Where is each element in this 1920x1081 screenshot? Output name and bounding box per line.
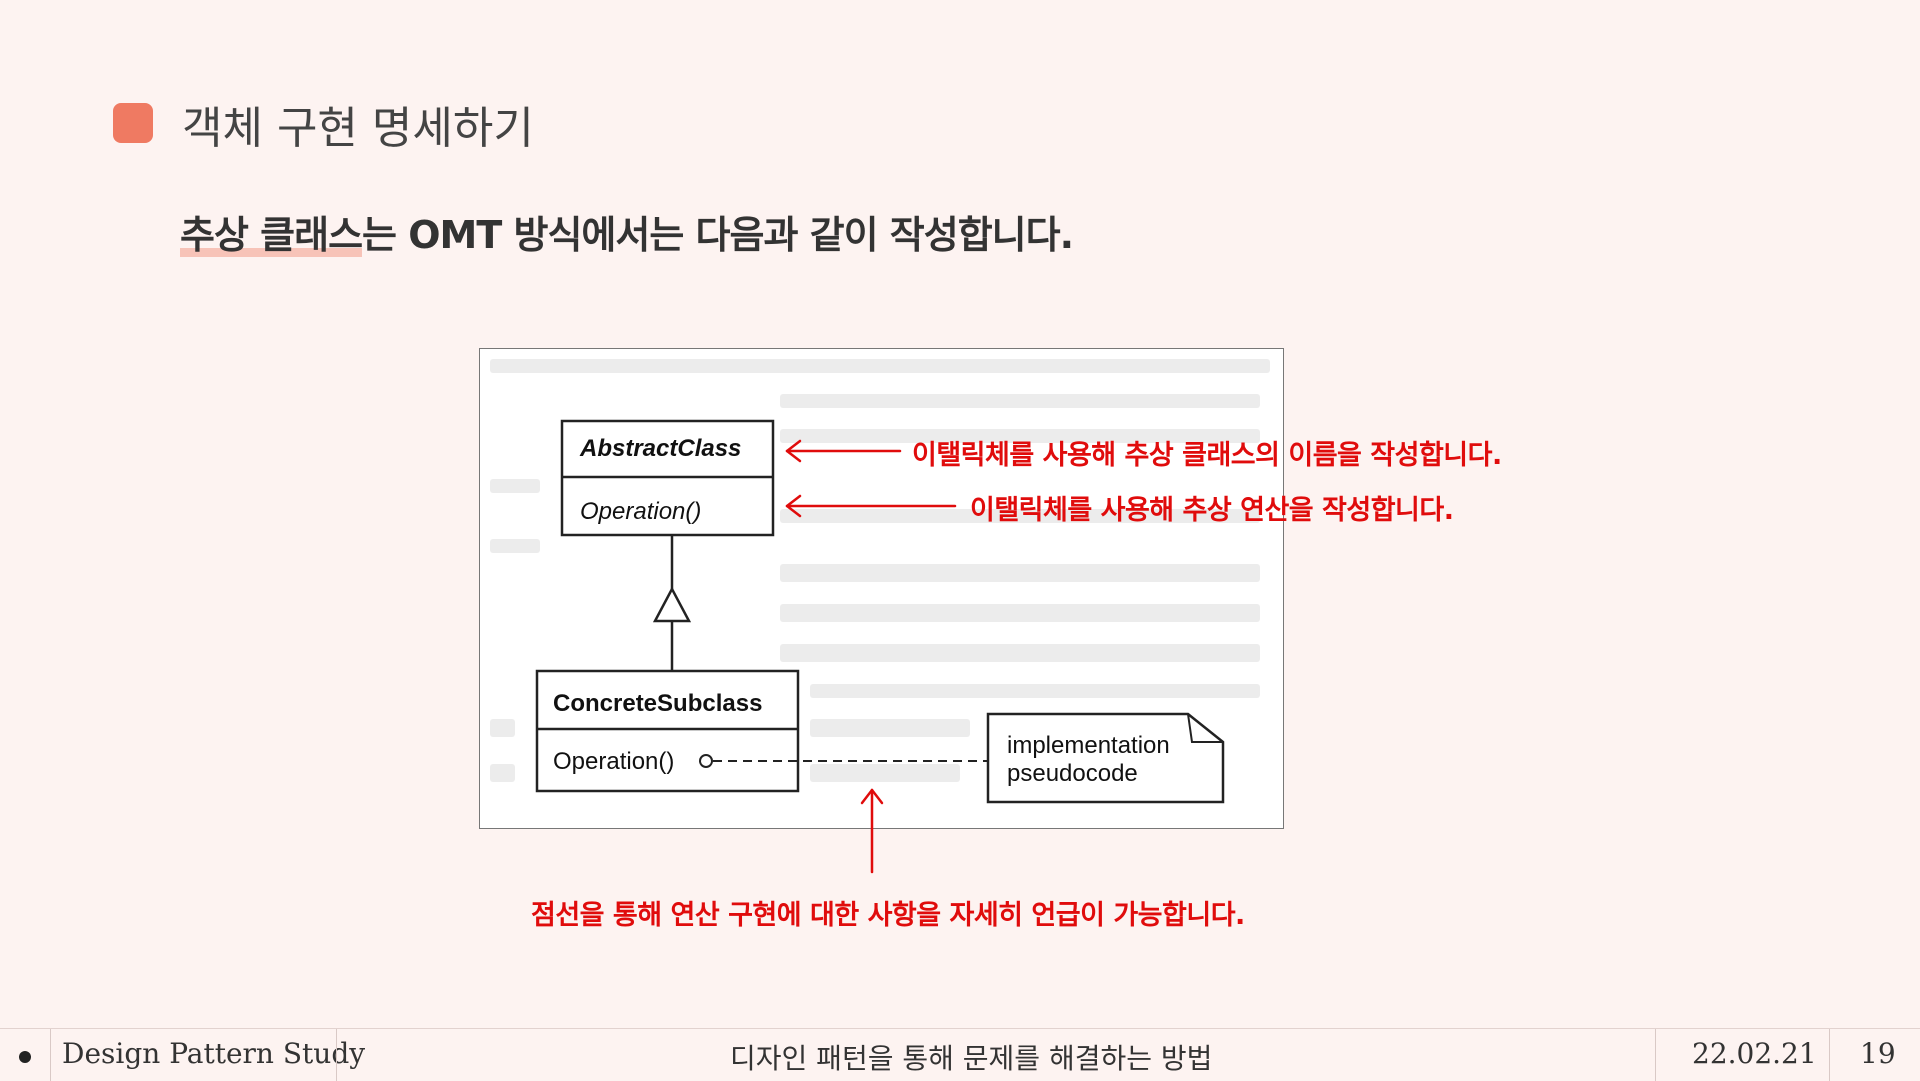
abstract-class-name: AbstractClass [579, 435, 741, 462]
title-bullet-icon [113, 103, 153, 143]
slide-subtitle: 추상 클래스는 OMT 방식에서는 다음과 같이 작성합니다. [180, 204, 1074, 259]
slide-footer: Design Pattern Study 디자인 패턴을 통해 문제를 해결하는… [0, 1028, 1920, 1081]
footer-bullet-icon [19, 1051, 31, 1063]
note-box [986, 712, 1225, 804]
annotation-dashed-line: 점선을 통해 연산 구현에 대한 사항을 자세히 언급이 가능합니다. [531, 900, 1245, 931]
footer-divider [336, 1029, 337, 1081]
annotation-class-name: 이탤릭체를 사용해 추상 클래스의 이름을 작성합니다. [912, 440, 1502, 471]
note-anchor-circle-icon [699, 754, 713, 768]
subtitle-text: 는 OMT 방식에서는 다음과 같이 작성합니다. [362, 213, 1074, 257]
inheritance-triangle-icon [652, 586, 692, 623]
concrete-operation: Operation() [553, 748, 674, 775]
abstract-operation: Operation() [580, 498, 701, 525]
footer-study-name: Design Pattern Study [62, 1037, 366, 1070]
background-texture [490, 359, 1270, 782]
uml-diagram-image: AbstractClass Operation() ConcreteSubcla… [479, 348, 1284, 829]
footer-divider [1829, 1029, 1830, 1081]
folded-corner-icon [1187, 713, 1223, 743]
footer-divider [50, 1029, 51, 1081]
footer-topic: 디자인 패턴을 통해 문제를 해결하는 방법 [730, 1042, 1213, 1075]
footer-page-number: 19 [1860, 1037, 1896, 1070]
page-title: 객체 구현 명세하기 [182, 103, 534, 154]
concrete-class-name: ConcreteSubclass [553, 690, 762, 717]
annotation-operation: 이탤릭체를 사용해 추상 연산을 작성합니다. [970, 495, 1454, 526]
footer-date: 22.02.21 [1692, 1037, 1817, 1070]
footer-divider [1655, 1029, 1656, 1081]
subtitle-highlight: 추상 클래스 [180, 213, 363, 257]
note-line-2: pseudocode [1007, 760, 1138, 787]
concrete-class-box [535, 669, 800, 793]
note-line-1: implementation [1007, 732, 1170, 759]
